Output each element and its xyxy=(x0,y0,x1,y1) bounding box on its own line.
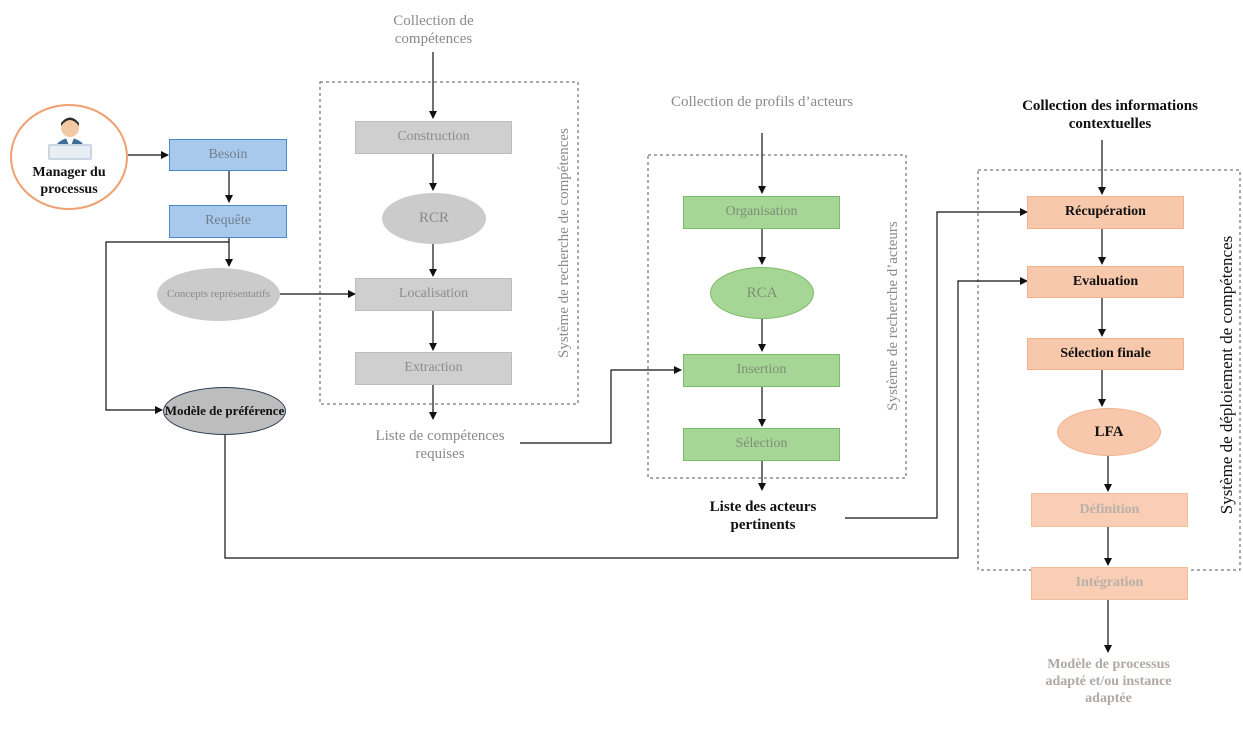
localisation-box: Localisation xyxy=(355,278,512,311)
context-collection-label: Collection des informations contextuelle… xyxy=(1022,98,1198,133)
selection-finale-box: Sélection finale xyxy=(1027,338,1184,370)
extraction-box: Extraction xyxy=(355,352,512,385)
manager-label: Manager du processus xyxy=(32,165,106,198)
construction-box: Construction xyxy=(355,121,512,154)
adapted-model-label: Modèle de processus adapté et/ou instanc… xyxy=(1045,657,1172,707)
profile-collection-label: Collection de profils d’acteurs xyxy=(670,94,854,110)
recuperation-box: Récupération xyxy=(1027,196,1184,229)
organisation-box: Organisation xyxy=(683,196,840,229)
actor-search-title: Système de recherche d’acteurs xyxy=(885,221,901,411)
concepts-ellipse: Concepts représentatifs xyxy=(157,268,280,321)
manager-avatar-icon xyxy=(48,117,92,160)
modele-preference-ellipse: Modèle de préférence xyxy=(163,387,286,435)
competence-search-title: Système de recherche de compétences xyxy=(556,128,572,358)
actor-list-label: Liste des acteurs pertinents xyxy=(709,499,817,534)
definition-box: Définition xyxy=(1031,493,1188,527)
evaluation-box: Evaluation xyxy=(1027,266,1184,298)
requete-box: Requête xyxy=(169,205,287,238)
insertion-box: Insertion xyxy=(683,354,840,387)
competence-collection-label: Collection de compétences xyxy=(393,13,474,48)
deployment-title: Système de déploiement de compétences xyxy=(1217,235,1236,515)
selection-box: Sélection xyxy=(683,428,840,461)
besoin-box: Besoin xyxy=(169,139,287,171)
manager-node: Manager du processus xyxy=(10,104,128,210)
integration-box: Intégration xyxy=(1031,567,1188,600)
rca-ellipse: RCA xyxy=(710,267,814,319)
actor-search-frame xyxy=(647,154,907,479)
lfa-ellipse: LFA xyxy=(1057,408,1161,456)
competence-search-frame xyxy=(319,81,579,405)
competence-list-label: Liste de compétences requises xyxy=(375,428,505,463)
rcr-ellipse: RCR xyxy=(382,193,486,244)
